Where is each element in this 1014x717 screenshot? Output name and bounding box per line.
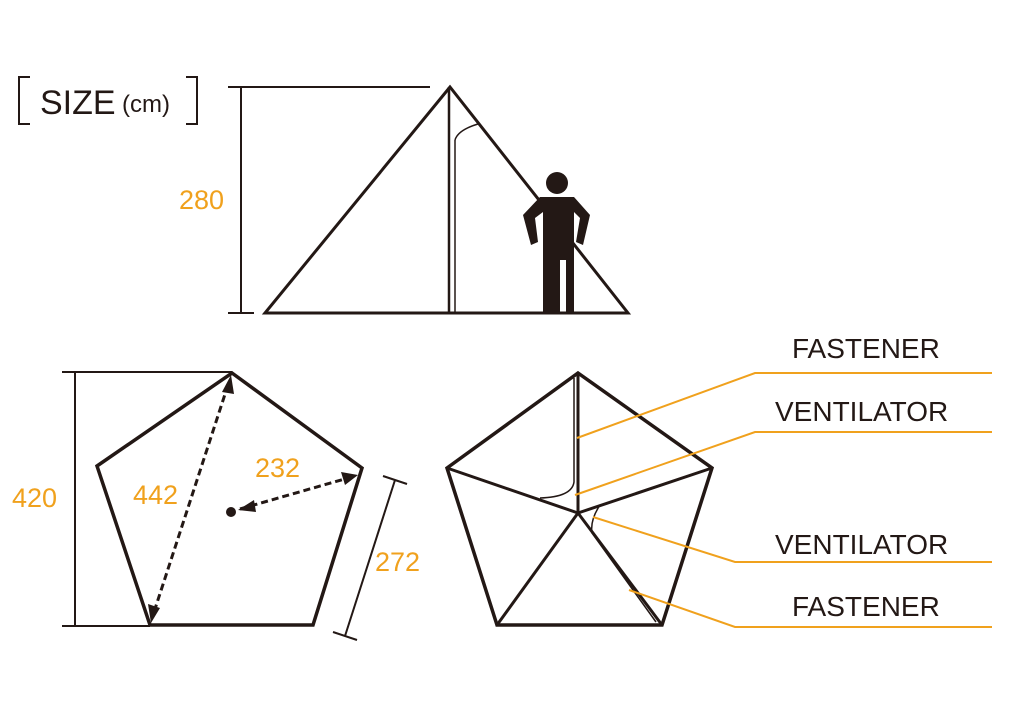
height-label: 280 [179, 185, 224, 215]
center-to-vertex-label: 232 [255, 453, 300, 483]
callout-ventilator-top: VENTILATOR [775, 396, 948, 427]
top-view [444, 370, 715, 627]
side-label: 272 [375, 547, 420, 577]
size-title: SIZE (cm) [18, 76, 198, 125]
title-text: SIZE [40, 84, 116, 122]
unit-text: (cm) [122, 91, 170, 118]
callout-lines [574, 372, 992, 628]
callout-fastener-top: FASTENER [792, 333, 940, 364]
depth-label: 420 [12, 483, 57, 513]
diagonal-label: 442 [133, 480, 178, 510]
person-icon [523, 172, 590, 313]
callout-fastener-bottom: FASTENER [792, 591, 940, 622]
callout-ventilator-bottom: VENTILATOR [775, 529, 948, 560]
floor-plan [62, 370, 408, 641]
